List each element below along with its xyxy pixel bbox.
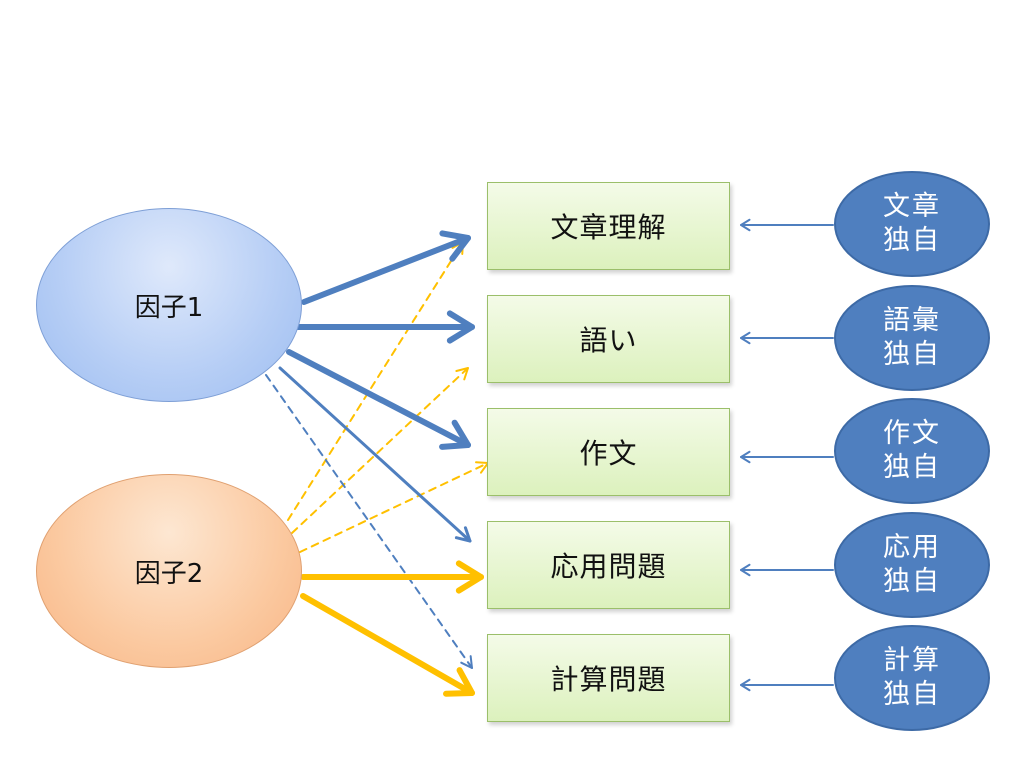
unique-factor-line2: 独自	[883, 339, 941, 370]
factor-1-label: 因子1	[134, 292, 204, 323]
unique-factor-line1: 作文	[883, 418, 941, 449]
unique-factor-vocabulary: 語彙 独自	[834, 285, 990, 391]
factor-2-ellipse: 因子2	[36, 474, 302, 668]
unique-factor-calculation: 計算 独自	[834, 625, 990, 731]
path-unique-calculation	[740, 678, 834, 692]
path-unique-vocabulary	[740, 331, 834, 345]
path-factor2-to-applied	[300, 560, 484, 594]
variable-label: 語い	[579, 324, 638, 357]
unique-factor-composition: 作文 独自	[834, 398, 990, 504]
path-factor1-to-vocabulary	[294, 310, 475, 344]
unique-factor-line1: 語彙	[883, 305, 941, 336]
path-unique-applied	[740, 563, 834, 577]
unique-factor-line1: 計算	[883, 645, 941, 676]
variable-box-applied-problems: 応用問題	[487, 521, 730, 609]
variable-box-reading: 文章理解	[487, 182, 730, 270]
variable-label: 文章理解	[550, 211, 667, 244]
unique-factor-line2: 独自	[883, 225, 941, 256]
variable-label: 応用問題	[550, 550, 667, 583]
unique-factor-line2: 独自	[883, 452, 941, 483]
unique-factor-line2: 独自	[883, 679, 941, 710]
path-factor1-to-reading	[301, 230, 471, 305]
unique-factor-applied: 応用 独自	[834, 512, 990, 618]
path-unique-reading	[740, 218, 834, 232]
path-factor2-to-calculation	[300, 593, 475, 697]
path-factor1-to-composition	[286, 349, 471, 450]
unique-factor-line1: 文章	[883, 191, 941, 222]
path-unique-composition	[740, 450, 834, 464]
variable-label: 計算問題	[550, 663, 667, 696]
variable-label: 作文	[579, 437, 638, 470]
unique-factor-line1: 応用	[883, 532, 941, 563]
variable-box-composition: 作文	[487, 408, 730, 496]
path-factor1-to-applied	[278, 366, 472, 543]
path-factor1-to-calculation	[265, 374, 473, 669]
factor-2-label: 因子2	[134, 558, 204, 589]
unique-factor-line2: 独自	[883, 566, 941, 597]
variable-box-calculation: 計算問題	[487, 634, 730, 722]
path-factor2-to-vocabulary	[291, 367, 469, 534]
factor-1-ellipse: 因子1	[36, 208, 302, 402]
path-factor2-to-reading	[287, 241, 464, 521]
unique-factor-reading: 文章 独自	[834, 171, 990, 277]
variable-box-vocabulary: 語い	[487, 295, 730, 383]
